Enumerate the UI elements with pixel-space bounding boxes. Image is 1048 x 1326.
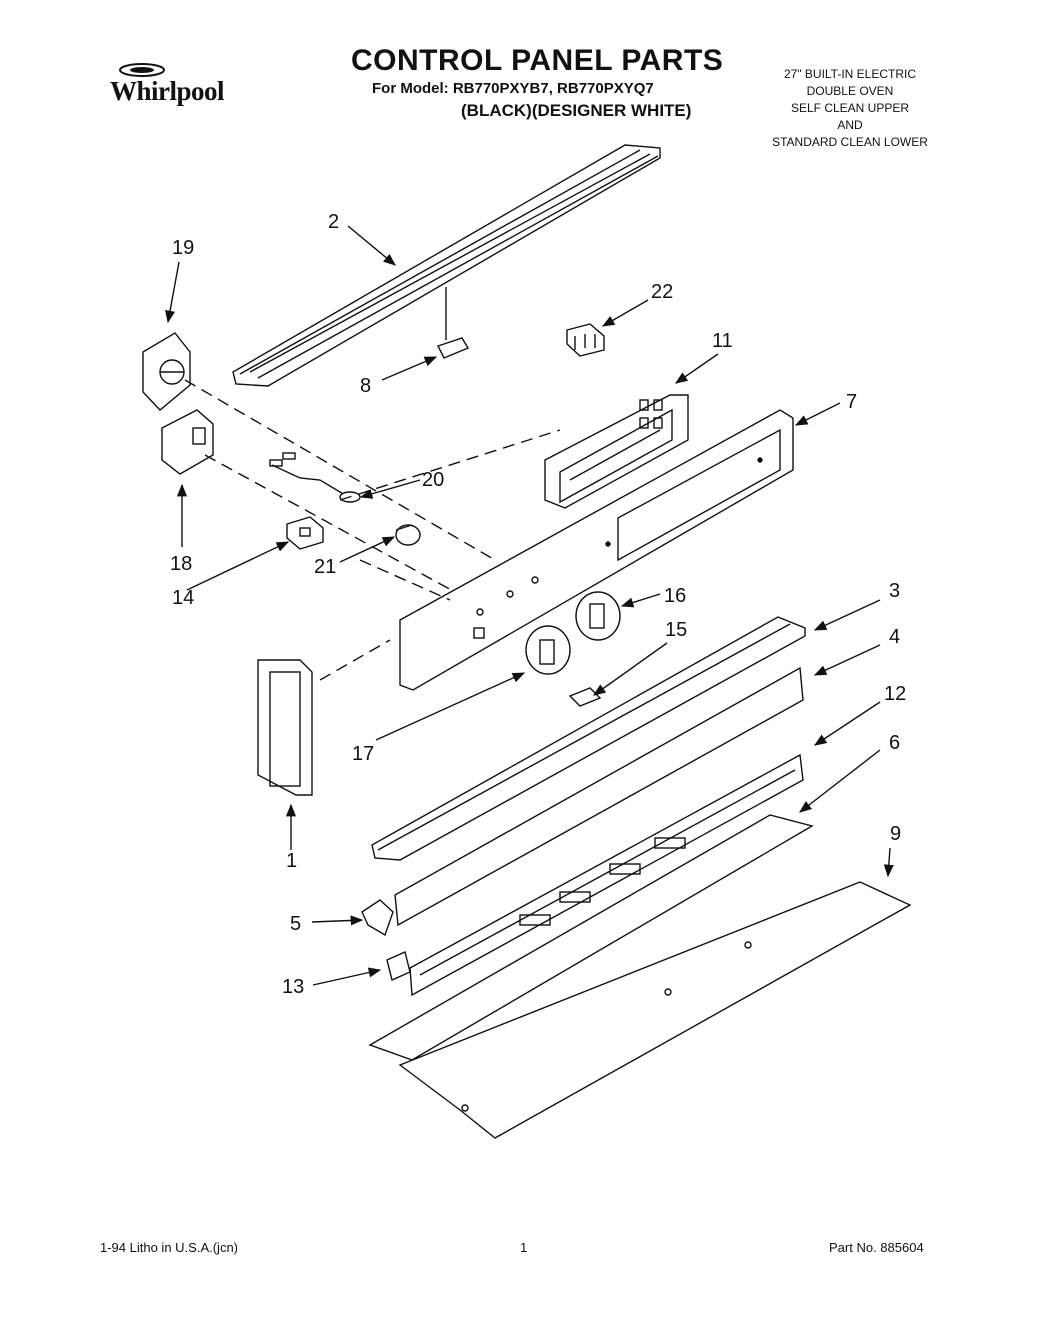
callout-5: 5 bbox=[290, 913, 301, 935]
description-line: 27" BUILT-IN ELECTRIC bbox=[783, 67, 917, 81]
part-16-knob bbox=[575, 591, 621, 641]
callout-19: 19 bbox=[172, 237, 194, 259]
callout-3: 3 bbox=[889, 580, 900, 602]
part-19-switch bbox=[142, 332, 191, 411]
litho-note: 1-94 Litho in U.S.A.(jcn) bbox=[100, 1240, 239, 1255]
part-3-trim bbox=[371, 616, 806, 861]
callout-20: 20 bbox=[422, 469, 444, 491]
variant-line: (BLACK)(DESIGNER WHITE) bbox=[461, 101, 692, 120]
callout-13: 13 bbox=[282, 976, 304, 998]
part-17-knob bbox=[525, 625, 571, 675]
description-line: DOUBLE OVEN bbox=[806, 84, 894, 98]
part-13-clip bbox=[386, 951, 411, 981]
callout-17: 17 bbox=[352, 743, 374, 765]
description-line: SELF CLEAN UPPER bbox=[790, 101, 910, 115]
part-number: Part No. 885604 bbox=[829, 1240, 924, 1255]
callout-9: 9 bbox=[890, 823, 901, 845]
part-22-bracket bbox=[566, 323, 605, 357]
appliance-description: 27" BUILT-IN ELECTRIC DOUBLE OVEN SELF C… bbox=[750, 66, 950, 151]
page-number: 1 bbox=[520, 1240, 528, 1255]
part-8-clip bbox=[437, 287, 470, 359]
part-18-component bbox=[161, 409, 214, 475]
part-21-knob bbox=[395, 524, 421, 546]
callout-2: 2 bbox=[328, 211, 339, 233]
callout-4: 4 bbox=[889, 626, 900, 648]
brand-name: Whirlpool bbox=[110, 76, 225, 106]
part-7-control-panel bbox=[399, 409, 794, 691]
callout-16: 16 bbox=[664, 585, 686, 607]
model-line: For Model: RB770PXYB7, RB770PXYQ7 bbox=[372, 80, 654, 97]
part-6-bracket bbox=[368, 814, 814, 1061]
callout-18: 18 bbox=[170, 553, 192, 575]
callout-22: 22 bbox=[651, 281, 673, 303]
callout-11: 11 bbox=[712, 330, 733, 352]
part-14-switch bbox=[286, 516, 324, 550]
part-1-end-cap bbox=[257, 659, 313, 796]
part-4-trim bbox=[394, 666, 804, 927]
callout-6: 6 bbox=[889, 732, 900, 754]
part-11-control bbox=[544, 394, 689, 509]
callout-8: 8 bbox=[360, 375, 371, 397]
callout-14: 14 bbox=[172, 587, 194, 609]
part-20-harness bbox=[269, 452, 361, 503]
whirlpool-logo bbox=[119, 63, 165, 77]
callout-12: 12 bbox=[884, 683, 906, 705]
callout-15: 15 bbox=[665, 619, 687, 641]
part-5-bracket bbox=[361, 899, 394, 937]
part-12-grille bbox=[409, 753, 804, 997]
part-15-clip bbox=[568, 687, 602, 707]
callout-7: 7 bbox=[846, 391, 857, 413]
description-line: STANDARD CLEAN LOWER bbox=[772, 135, 928, 149]
description-line: AND bbox=[837, 118, 863, 132]
page-title: CONTROL PANEL PARTS bbox=[351, 44, 724, 77]
callout-1: 1 bbox=[286, 850, 297, 872]
callout-21: 21 bbox=[314, 556, 336, 578]
part-9-plate bbox=[398, 881, 912, 1139]
part-2-top-trim bbox=[232, 144, 661, 387]
